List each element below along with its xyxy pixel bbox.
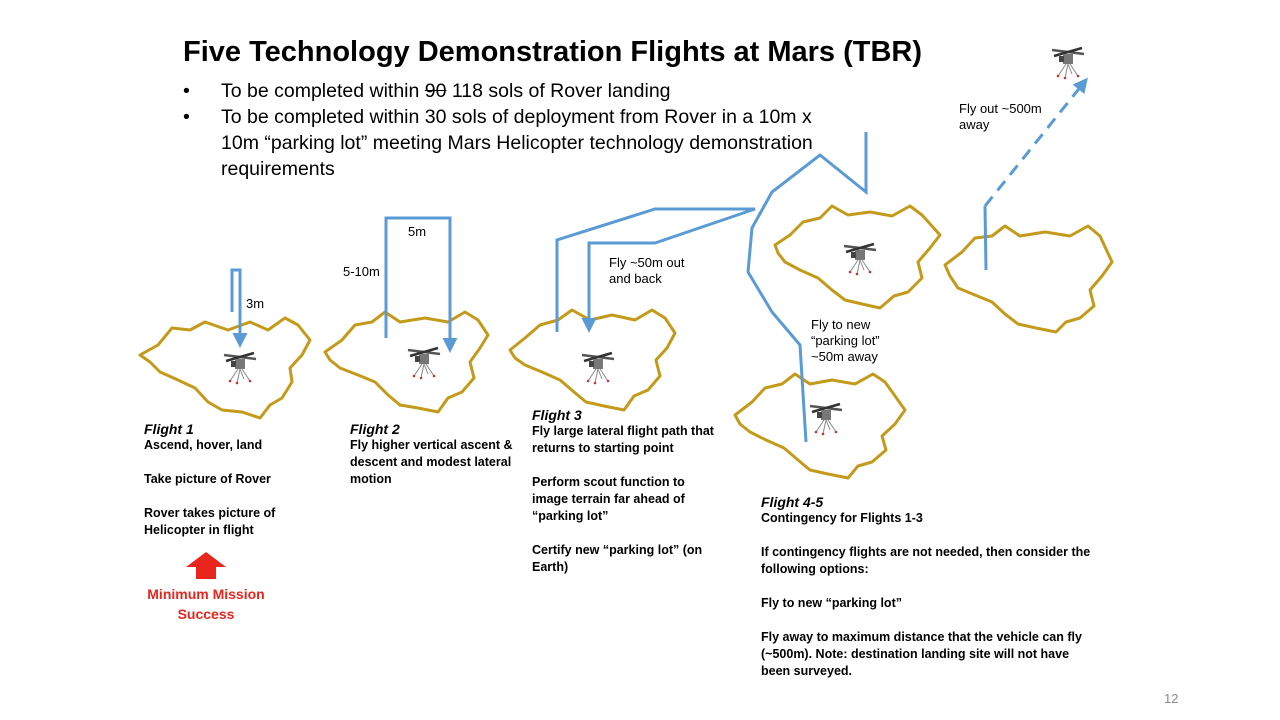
- terrain-patch-flight1: [138, 316, 312, 420]
- terrain-patch-flight5: [943, 224, 1114, 334]
- helicopter-icon: [842, 242, 878, 277]
- flight4-5-line: If contingency flights are not needed, t…: [761, 545, 1091, 576]
- page-number: 12: [1164, 691, 1179, 706]
- flight1-description: Flight 1 Ascend, hover, land Take pictur…: [144, 421, 344, 539]
- flight1-line: Ascend, hover, land: [144, 438, 263, 452]
- bullet1-text-pre: To be completed within: [221, 80, 425, 102]
- bullet-item: • To be completed within 30 sols of depl…: [183, 104, 823, 182]
- bullet-dot: •: [183, 80, 190, 102]
- flight1-title: Flight 1: [144, 421, 194, 437]
- flight4-path: [746, 132, 868, 443]
- flight1-line: Take picture of Rover: [144, 472, 271, 486]
- label-line: Fly ~50m out: [609, 255, 685, 270]
- helicopter-icon: [222, 351, 258, 386]
- terrain-patch-flight4-upper: [773, 204, 942, 310]
- label-line: Fly to new: [811, 317, 871, 332]
- flight3-line: Certify new “parking lot” (on Earth): [532, 543, 703, 574]
- flight1-path: [230, 268, 248, 348]
- flight3-title: Flight 3: [532, 407, 582, 423]
- bullet2-text: To be completed within 30 sols of deploy…: [221, 106, 813, 180]
- label-5m: 5m: [408, 224, 427, 239]
- flight4-5-title: Flight 4-5: [761, 494, 824, 510]
- helicopter-icon: [580, 351, 616, 386]
- label-3m: 3m: [246, 296, 265, 311]
- flight3-description: Flight 3 Fly large lateral flight path t…: [532, 407, 714, 576]
- label-line: away: [959, 117, 990, 132]
- bullet1-struck-value: 90: [424, 80, 447, 102]
- flight3-path: [555, 207, 756, 333]
- terrain-patch-flight4-lower: [733, 372, 907, 480]
- flight4-5-description: Flight 4-5 Contingency for Flights 1-3 I…: [761, 494, 1091, 680]
- slide-title: Five Technology Demonstration Flights at…: [183, 36, 923, 68]
- flight5-path: [983, 205, 988, 271]
- mms-line: Success: [177, 606, 235, 622]
- helicopter-icon: [406, 346, 442, 381]
- bullet-list: • To be completed within 90 118 sols of …: [183, 78, 823, 182]
- bullet1-text-post: 118 sols of Rover landing: [446, 80, 671, 102]
- flight1-line: Rover takes picture of Helicopter in fli…: [144, 506, 276, 537]
- label-5-10m: 5-10m: [343, 264, 380, 279]
- bullet-item: • To be completed within 90 118 sols of …: [183, 78, 823, 104]
- label-line: ~50m away: [811, 349, 878, 364]
- flight2-title: Flight 2: [350, 421, 400, 437]
- terrain-patch-flight2: [323, 310, 490, 414]
- flight2-description: Flight 2 Fly higher vertical ascent & de…: [350, 421, 520, 488]
- flight2-line: Fly higher vertical ascent & descent and…: [350, 438, 513, 486]
- label-line: “parking lot”: [811, 333, 880, 348]
- up-arrow-icon: [186, 552, 226, 579]
- mms-line: Minimum Mission: [147, 586, 265, 602]
- helicopter-icon: [1050, 46, 1086, 81]
- helicopter-icon: [808, 402, 844, 437]
- bullet-dot: •: [183, 106, 190, 128]
- flight3-line: Fly large lateral flight path that retur…: [532, 424, 714, 455]
- label-fly-out-500m: Fly out ~500m away: [959, 101, 1042, 133]
- flight5-dashed-path: [983, 77, 1088, 207]
- label-line: Fly out ~500m: [959, 101, 1042, 116]
- terrain-patch-flight3: [508, 308, 677, 412]
- label-fly-50m-out: Fly ~50m out and back: [609, 255, 685, 287]
- minimum-mission-success: Minimum Mission Success: [142, 584, 270, 624]
- flight4-5-line: Contingency for Flights 1-3: [761, 511, 923, 525]
- label-line: and back: [609, 271, 662, 286]
- label-fly-new-parking-lot: Fly to new “parking lot” ~50m away: [811, 317, 880, 365]
- flight4-5-line: Fly away to maximum distance that the ve…: [761, 630, 1082, 678]
- flight2-path: [384, 216, 458, 353]
- flight3-line: Perform scout function to image terrain …: [532, 475, 685, 523]
- flight4-5-line: Fly to new “parking lot”: [761, 596, 902, 610]
